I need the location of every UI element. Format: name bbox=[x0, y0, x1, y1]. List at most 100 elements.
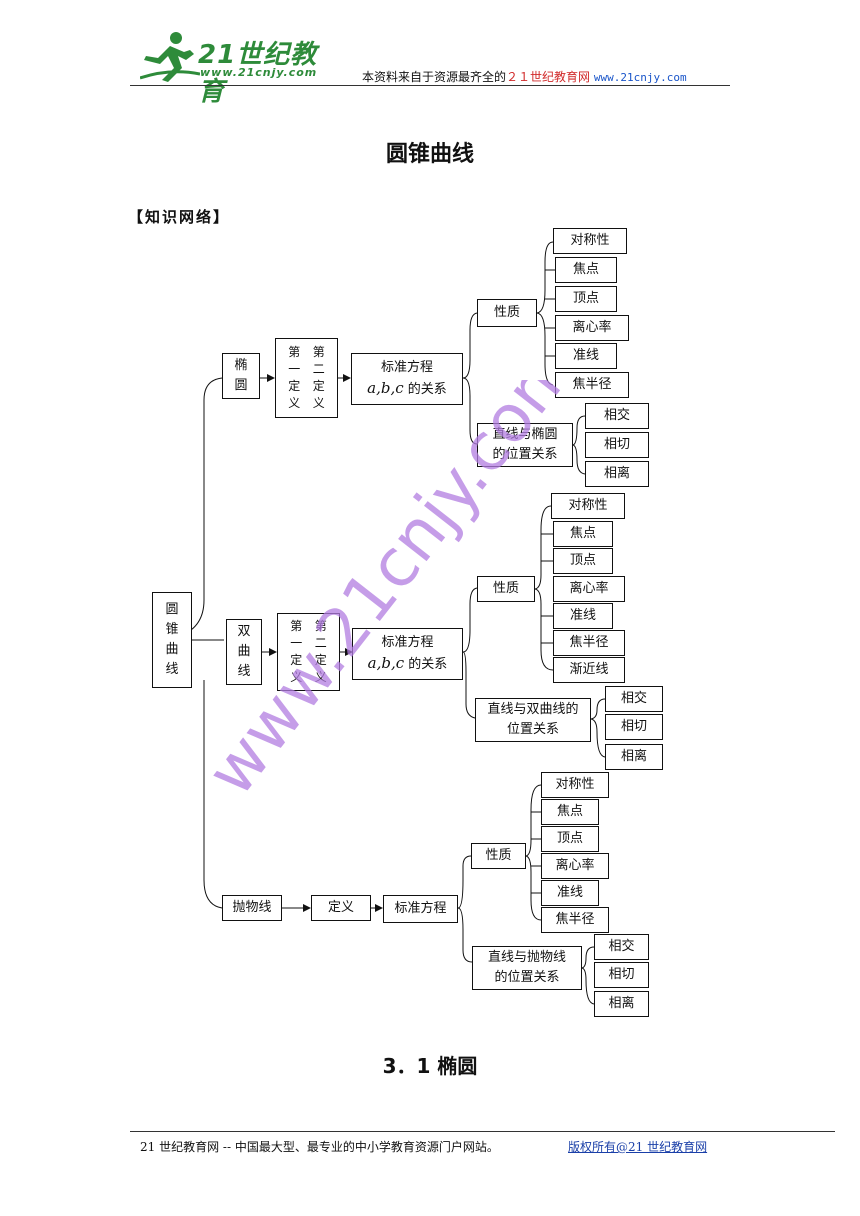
def-char: 定 bbox=[312, 379, 325, 393]
equation-relation: a,b,c 的关系 bbox=[368, 653, 448, 675]
hyperbola-prop-directrix: 准线 bbox=[553, 603, 613, 629]
def-char: 二 bbox=[312, 362, 325, 376]
ellipse-name-char: 圆 bbox=[234, 378, 248, 393]
hyperbola-prop-eccentricity: 离心率 bbox=[553, 576, 625, 602]
hyperbola-rel-tangent: 相切 bbox=[605, 714, 663, 740]
logo-url: www.21cnjy.com bbox=[200, 66, 318, 79]
def-char: 第 bbox=[288, 345, 301, 359]
parabola-rel-tangent: 相切 bbox=[594, 962, 649, 988]
ellipse-definitions-node: 第 一 定 义 第 二 定 义 bbox=[275, 338, 338, 418]
ellipse-rel-disjoint: 相离 bbox=[585, 461, 649, 487]
ellipse-properties-node: 性质 bbox=[477, 299, 537, 327]
def-char: 义 bbox=[314, 670, 327, 684]
tagline-site[interactable]: ２１世纪教育网 bbox=[506, 70, 591, 84]
header-tagline: 本资料来自于资源最齐全的２１世纪教育网 www.21cnjy.com bbox=[362, 68, 687, 85]
footer-divider bbox=[130, 1131, 835, 1132]
first-definition: 第 一 定 义 bbox=[288, 344, 300, 412]
relation-label-line: 直线与抛物线 bbox=[487, 950, 566, 965]
def-char: 第 bbox=[290, 619, 303, 633]
header-divider bbox=[130, 85, 730, 86]
def-char: 一 bbox=[290, 636, 303, 650]
root-node-conic-sections: 圆 锥 曲 线 bbox=[152, 592, 192, 688]
section-heading: 3．1 椭圆 bbox=[382, 1054, 478, 1078]
second-definition: 第 二 定 义 bbox=[313, 344, 325, 412]
parabola-rel-disjoint: 相离 bbox=[594, 991, 649, 1017]
parabola-properties-node: 性质 bbox=[471, 843, 526, 869]
equation-suffix: 的关系 bbox=[407, 382, 447, 397]
equation-vars: a,b,c bbox=[367, 379, 404, 397]
def-char: 定 bbox=[290, 653, 303, 667]
page-title: 圆锥曲线 bbox=[385, 142, 474, 167]
ellipse-prop-focus: 焦点 bbox=[555, 257, 617, 283]
tagline-prefix: 本资料来自于资源最齐全的 bbox=[362, 70, 507, 84]
hyperbola-name-char: 曲 bbox=[237, 644, 251, 659]
footer-copyright-link[interactable]: 版权所有@21 世纪教育网 bbox=[568, 1140, 708, 1154]
equation-suffix: 的关系 bbox=[408, 657, 448, 672]
hyperbola-name-char: 线 bbox=[237, 664, 251, 679]
second-definition: 第 二 定 义 bbox=[315, 618, 327, 686]
hyperbola-prop-focal-radius: 焦半径 bbox=[553, 630, 625, 656]
ellipse-rel-tangent: 相切 bbox=[585, 432, 649, 458]
ellipse-rel-intersect: 相交 bbox=[585, 403, 649, 429]
relation-label-line: 位置关系 bbox=[506, 722, 559, 737]
def-char: 义 bbox=[290, 670, 303, 684]
ellipse-line-relation-node: 直线与椭圆 的位置关系 bbox=[477, 423, 573, 467]
parabola-prop-eccentricity: 离心率 bbox=[541, 853, 609, 879]
logo-text: 21世纪教育 bbox=[198, 40, 318, 107]
ellipse-equation-node: 标准方程 a,b,c 的关系 bbox=[351, 353, 463, 405]
ellipse-prop-vertex: 顶点 bbox=[555, 286, 617, 312]
section-label: 【知识网络】 bbox=[128, 208, 231, 226]
hyperbola-line-relation-node: 直线与双曲线的 位置关系 bbox=[475, 698, 591, 742]
equation-relation: a,b,c 的关系 bbox=[367, 378, 447, 400]
parabola-rel-intersect: 相交 bbox=[594, 934, 649, 960]
def-char: 第 bbox=[314, 619, 327, 633]
hyperbola-rel-disjoint: 相离 bbox=[605, 744, 663, 770]
relation-label-line: 的位置关系 bbox=[492, 447, 558, 462]
ellipse-prop-directrix: 准线 bbox=[555, 343, 617, 369]
equation-vars: a,b,c bbox=[367, 654, 405, 672]
def-char: 义 bbox=[312, 396, 325, 410]
parabola-prop-directrix: 准线 bbox=[541, 880, 599, 906]
tagline-url[interactable]: www.21cnjy.com bbox=[593, 71, 687, 84]
page-header: 21世纪教育 www.21cnjy.com 本资料来自于资源最齐全的２１世纪教育… bbox=[0, 0, 860, 107]
ellipse-node: 椭 圆 bbox=[222, 353, 260, 399]
def-char: 一 bbox=[288, 362, 301, 376]
ellipse-prop-symmetry: 对称性 bbox=[553, 228, 627, 254]
root-char: 圆 bbox=[165, 602, 179, 617]
parabola-line-relation-node: 直线与抛物线 的位置关系 bbox=[472, 946, 582, 990]
parabola-definition-node: 定义 bbox=[311, 895, 371, 921]
def-char: 第 bbox=[312, 345, 325, 359]
def-char: 义 bbox=[288, 396, 301, 410]
runner-icon bbox=[140, 32, 200, 82]
parabola-prop-focal-radius: 焦半径 bbox=[541, 907, 609, 933]
hyperbola-equation-node: 标准方程 a,b,c 的关系 bbox=[352, 628, 463, 680]
hyperbola-definitions-node: 第 一 定 义 第 二 定 义 bbox=[277, 613, 340, 691]
first-definition: 第 一 定 义 bbox=[290, 618, 302, 686]
footer-description: 21 世纪教育网 -- 中国最大型、最专业的中小学教育资源门户网站。 bbox=[140, 1140, 499, 1154]
relation-label-line: 的位置关系 bbox=[494, 970, 560, 985]
parabola-prop-vertex: 顶点 bbox=[541, 826, 599, 852]
hyperbola-prop-symmetry: 对称性 bbox=[551, 493, 625, 519]
parabola-node: 抛物线 bbox=[222, 895, 282, 921]
hyperbola-node: 双 曲 线 bbox=[226, 619, 262, 685]
equation-label: 标准方程 bbox=[381, 635, 434, 650]
def-char: 定 bbox=[288, 379, 301, 393]
site-logo[interactable]: 21世纪教育 www.21cnjy.com bbox=[140, 28, 340, 107]
parabola-equation-node: 标准方程 bbox=[383, 895, 458, 923]
root-char: 锥 bbox=[165, 622, 179, 637]
root-char: 曲 bbox=[165, 642, 179, 657]
ellipse-name-char: 椭 bbox=[234, 358, 248, 373]
ellipse-prop-eccentricity: 离心率 bbox=[555, 315, 629, 341]
parabola-prop-focus: 焦点 bbox=[541, 799, 599, 825]
ellipse-prop-focal-radius: 焦半径 bbox=[555, 372, 629, 398]
hyperbola-name-char: 双 bbox=[237, 624, 251, 639]
relation-label-line: 直线与椭圆 bbox=[492, 427, 558, 442]
def-char: 二 bbox=[314, 636, 327, 650]
hyperbola-rel-intersect: 相交 bbox=[605, 686, 663, 712]
hyperbola-prop-focus: 焦点 bbox=[553, 521, 613, 547]
parabola-prop-symmetry: 对称性 bbox=[541, 772, 609, 798]
equation-label: 标准方程 bbox=[380, 360, 433, 375]
relation-label-line: 直线与双曲线的 bbox=[487, 702, 579, 717]
hyperbola-prop-asymptote: 渐近线 bbox=[553, 657, 625, 683]
